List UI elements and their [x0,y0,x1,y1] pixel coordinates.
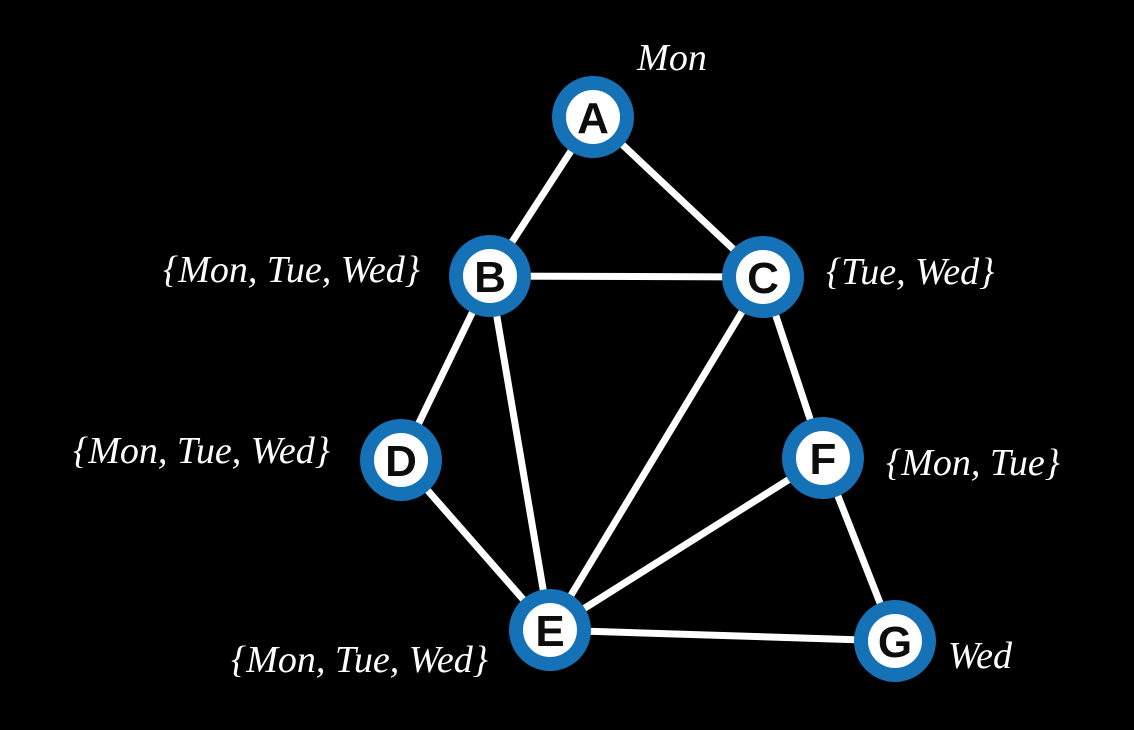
edge-B-E [486,272,554,634]
node-A: A [552,76,634,158]
node-D-letter: D [385,437,417,486]
domain-label-C: {Tue, Wed} [826,251,994,293]
node-G: G [854,600,936,682]
node-C: C [722,236,804,318]
node-B: B [449,235,531,317]
node-D: D [360,419,442,501]
edge-E-F [546,454,827,634]
node-E-letter: E [535,607,564,656]
domain-label-A: Mon [636,37,707,79]
node-E-fill [523,603,577,657]
edge-B-C [486,272,767,281]
node-E: E [509,589,591,671]
edge-E-G [546,626,899,645]
node-D-fill [374,433,428,487]
node-A-fill [566,90,620,144]
domain-label-D: {Mon, Tue, Wed} [73,430,330,472]
node-G-letter: G [878,618,912,667]
node-F-letter: F [810,435,837,484]
edge-C-E [546,273,767,634]
node-B-letter: B [474,253,506,302]
node-F: F [782,417,864,499]
node-C-fill [736,250,790,304]
node-G-fill [868,614,922,668]
node-B-fill [463,249,517,303]
domain-label-G: Wed [948,635,1013,677]
domain-label-F: {Mon, Tue} [886,442,1060,484]
node-C-letter: C [747,254,779,303]
node-A-letter: A [577,94,609,143]
node-F-fill [796,431,850,485]
domain-label-E: {Mon, Tue, Wed} [231,639,488,681]
domain-label-B: {Mon, Tue, Wed} [163,249,420,291]
